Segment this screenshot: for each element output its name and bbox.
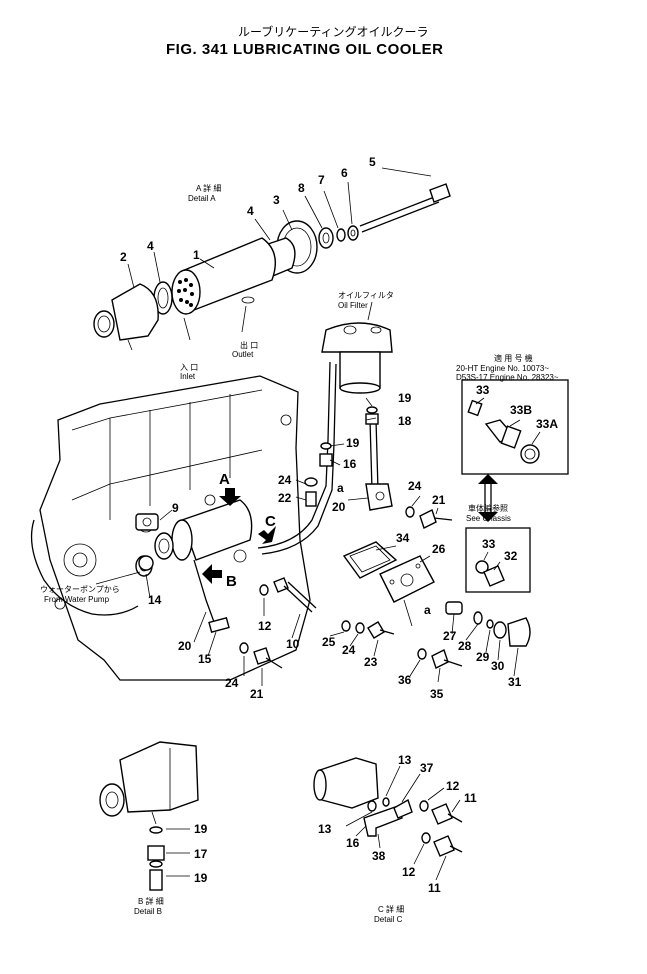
applicable-label-jp: 適 用 号 機 bbox=[494, 353, 533, 363]
part-number-24-right: 24 bbox=[408, 479, 422, 493]
part-number-1: 1 bbox=[193, 248, 200, 262]
part-number-27: 27 bbox=[443, 629, 457, 643]
view-arrows bbox=[202, 488, 276, 584]
see-chassis-label: See Chassis bbox=[466, 514, 511, 523]
oil-filter-label-jp: オイルフィルタ bbox=[338, 291, 394, 300]
inlet-label-jp: 入 口 bbox=[180, 363, 198, 372]
detail-c-label: Detail C bbox=[374, 915, 403, 924]
engine-number-line-1: 20-HT Engine No. 10073~ bbox=[456, 364, 549, 373]
part-number-33a: 33A bbox=[536, 417, 558, 431]
from-water-pump-label-jp: ウォーターポンプから bbox=[40, 585, 120, 594]
part-number-22: 22 bbox=[278, 491, 292, 505]
engine-block bbox=[30, 375, 311, 681]
view-marker-a: A bbox=[219, 471, 230, 488]
part-number-26: 26 bbox=[432, 542, 446, 556]
from-water-pump-label: From Water Pump bbox=[44, 595, 110, 604]
part-number-21-lower: 21 bbox=[250, 687, 264, 701]
detail-c-view bbox=[313, 757, 463, 857]
detail-a-exploded-view bbox=[93, 183, 451, 351]
part-number-2: 2 bbox=[120, 250, 127, 264]
oil-filter-label: Oil Filter bbox=[338, 301, 368, 310]
see-chassis-label-jp: 車体編参照 bbox=[468, 503, 508, 513]
see-chassis-box bbox=[465, 527, 531, 593]
part-number-19-detail-b-bottom: 19 bbox=[194, 871, 208, 885]
part-number-19-upper: 19 bbox=[398, 391, 412, 405]
part-number-16: 16 bbox=[343, 457, 357, 471]
part-number-35: 35 bbox=[430, 687, 444, 701]
part-number-33-box: 33 bbox=[476, 383, 490, 397]
detail-b-view bbox=[99, 741, 199, 891]
part-number-3: 3 bbox=[273, 193, 280, 207]
view-marker-c: C bbox=[265, 513, 276, 530]
connection-marker-a-upper: a bbox=[337, 481, 344, 495]
part-number-12-detail-c-upper: 12 bbox=[446, 779, 460, 793]
part-number-33b: 33B bbox=[510, 403, 532, 417]
detail-b-label: Detail B bbox=[134, 907, 162, 916]
part-number-24-mid: 24 bbox=[342, 643, 356, 657]
part-number-34: 34 bbox=[396, 531, 410, 545]
part-number-19-detail-b-top: 19 bbox=[194, 822, 208, 836]
part-number-14: 14 bbox=[148, 593, 162, 607]
connection-marker-a-lower: a bbox=[424, 603, 431, 617]
detail-a-label: Detail A bbox=[188, 194, 216, 203]
part-number-20-lower: 20 bbox=[178, 639, 192, 653]
part-number-17: 17 bbox=[194, 847, 208, 861]
part-number-25: 25 bbox=[322, 635, 336, 649]
part-number-36: 36 bbox=[398, 673, 412, 687]
part-number-32: 32 bbox=[504, 549, 518, 563]
part-number-12-main: 12 bbox=[258, 619, 272, 633]
part-number-16-detail-c: 16 bbox=[346, 836, 360, 850]
detail-b-label-jp: B 詳 細 bbox=[138, 896, 164, 906]
part-number-31: 31 bbox=[508, 675, 522, 689]
part-number-28: 28 bbox=[458, 639, 472, 653]
part-number-8: 8 bbox=[298, 181, 305, 195]
detail-c-label-jp: C 詳 細 bbox=[378, 904, 404, 914]
engine-number-line-2: D53S-17 Engine No. 28323~ bbox=[456, 373, 559, 382]
part-number-20-upper: 20 bbox=[332, 500, 346, 514]
figure-title: FIG. 341 LUBRICATING OIL COOLER bbox=[166, 41, 443, 58]
part-number-29: 29 bbox=[476, 650, 490, 664]
part-number-4-rear: 4 bbox=[247, 204, 254, 218]
part-number-12-detail-c-lower: 12 bbox=[402, 865, 416, 879]
part-number-4-front: 4 bbox=[147, 239, 154, 253]
outlet-label: Outlet bbox=[232, 350, 254, 359]
part-number-15: 15 bbox=[198, 652, 212, 666]
view-marker-b: B bbox=[226, 573, 237, 590]
part-number-30: 30 bbox=[491, 659, 505, 673]
part-number-38: 38 bbox=[372, 849, 386, 863]
part-number-11-detail-c-lower: 11 bbox=[428, 881, 441, 895]
part-number-10: 10 bbox=[286, 637, 300, 651]
part-number-13-detail-c-lower: 13 bbox=[318, 822, 332, 836]
detail-a-label-jp: A 詳 細 bbox=[196, 183, 221, 193]
part-number-21-right: 21 bbox=[432, 493, 446, 507]
oil-filter bbox=[321, 301, 393, 394]
part-number-23: 23 bbox=[364, 655, 378, 669]
part-number-19-mid: 19 bbox=[346, 436, 360, 450]
part-number-7: 7 bbox=[318, 173, 325, 187]
part-number-33-chassis: 33 bbox=[482, 537, 496, 551]
part-number-37: 37 bbox=[420, 761, 434, 775]
part-number-13-detail-c-upper: 13 bbox=[398, 753, 412, 767]
part-number-6: 6 bbox=[341, 166, 348, 180]
title-japanese: ルーブリケーティングオイルクーラ bbox=[238, 24, 429, 39]
part-number-24-lower: 24 bbox=[225, 676, 239, 690]
part-number-5: 5 bbox=[369, 155, 376, 169]
part-number-18: 18 bbox=[398, 414, 412, 428]
part-number-11-detail-c-upper: 11 bbox=[464, 791, 477, 805]
part-number-24-left: 24 bbox=[278, 473, 292, 487]
alternative-arrow bbox=[478, 474, 498, 522]
serial-variant-box bbox=[461, 379, 569, 475]
inlet-label: Inlet bbox=[180, 372, 196, 381]
outlet-label-jp: 出 口 bbox=[240, 340, 258, 350]
part-number-9: 9 bbox=[172, 501, 179, 515]
